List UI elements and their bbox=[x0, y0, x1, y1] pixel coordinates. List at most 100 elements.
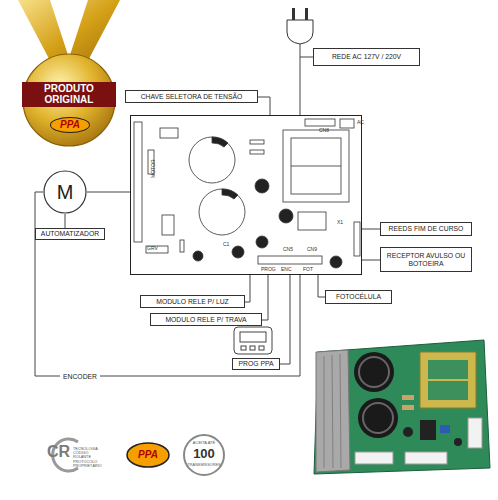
board-marking: AC bbox=[357, 120, 364, 125]
plug-prong bbox=[305, 8, 308, 21]
plug-body bbox=[287, 20, 313, 44]
heatsink bbox=[134, 122, 142, 242]
badge-text: TRANSMISSORES bbox=[182, 463, 226, 467]
callout-box: AUTOMATIZADOR bbox=[35, 228, 105, 240]
circuit-board: MOTOR CN8 AC C1 X1GRV CN5 CN9PROG ENC FOT bbox=[130, 115, 362, 275]
photo-connector bbox=[468, 418, 482, 448]
motor-symbol: M bbox=[43, 170, 87, 214]
photo-connector bbox=[405, 452, 447, 464]
callout-box: MODULO RELE P/ LUZ bbox=[140, 295, 245, 308]
logos bbox=[53, 435, 224, 475]
capacitor-band bbox=[212, 137, 228, 147]
photo-connector bbox=[355, 452, 393, 464]
resistor bbox=[250, 140, 264, 144]
logo-text: PPA bbox=[128, 449, 168, 460]
transformer-line bbox=[291, 166, 341, 167]
logo-text: CR bbox=[47, 443, 73, 461]
connector-line bbox=[318, 275, 325, 297]
capacitor bbox=[199, 189, 245, 235]
board-marking: PROG bbox=[261, 267, 276, 272]
logo-caption: TECNOLOGIA CÓDIGO ROLANTE PROTOCOLO PROP… bbox=[73, 447, 107, 468]
small-capacitor bbox=[330, 256, 342, 268]
connector-line bbox=[35, 192, 300, 376]
connector-line bbox=[280, 275, 290, 364]
callout-box: PROG PPA bbox=[232, 358, 280, 370]
callout-box: CHAVE SELETORA DE TENSÃO bbox=[125, 90, 258, 103]
board-marking: CN5 bbox=[283, 247, 293, 252]
capacitor-top bbox=[359, 357, 389, 387]
callout-box: REEDS FIM DE CURSO bbox=[380, 222, 472, 236]
photo-small-cap bbox=[454, 438, 462, 446]
component bbox=[162, 215, 174, 235]
transformer-core bbox=[291, 138, 341, 194]
callout-box: RECEPTOR AVULSO OU BOTOEIRA bbox=[380, 247, 472, 272]
heatsink-fin bbox=[332, 355, 333, 468]
medal-text: PPA bbox=[50, 117, 90, 133]
box-label: PROG PPA bbox=[237, 360, 276, 367]
small-capacitor bbox=[255, 179, 269, 193]
connector-line bbox=[262, 275, 268, 320]
board-marking: C1 bbox=[223, 242, 229, 247]
capacitor bbox=[189, 137, 235, 183]
resistor bbox=[180, 240, 184, 252]
relay bbox=[298, 212, 326, 230]
connector bbox=[340, 119, 354, 128]
device-button bbox=[250, 346, 255, 350]
connector bbox=[354, 222, 360, 256]
callout-box: MODULO RELE P/ TRAVA bbox=[150, 313, 262, 326]
connector-line bbox=[300, 57, 313, 115]
board-marking: FOT bbox=[303, 267, 313, 272]
transformer-line bbox=[428, 379, 468, 381]
connector-label: ENCODER bbox=[60, 373, 100, 380]
box-label: FOTOCÉLULA bbox=[334, 293, 383, 300]
circle-shape bbox=[44, 171, 86, 213]
power-plug bbox=[287, 8, 313, 57]
device-body bbox=[234, 327, 272, 354]
board-components bbox=[134, 119, 360, 268]
board-marking: MOTOR bbox=[151, 159, 156, 178]
callout-box: REDE AC 127V / 220V bbox=[313, 48, 420, 66]
board-marking: GRV bbox=[147, 246, 158, 251]
box-label: MODULO RELE P/ LUZ bbox=[154, 298, 231, 305]
badge-number: 100 bbox=[184, 447, 224, 461]
transformer-winding bbox=[428, 360, 468, 400]
medal-text: PRODUTO ORIGINAL bbox=[22, 82, 116, 107]
ppa-logo bbox=[127, 443, 169, 467]
medal-badge: PRODUTO ORIGINAL PPA bbox=[22, 53, 116, 147]
symbol-letter: M bbox=[55, 181, 76, 203]
board-marking: CN8 bbox=[319, 128, 329, 133]
photo-capacitor bbox=[358, 398, 398, 438]
plug-wire bbox=[300, 44, 301, 57]
connector-line bbox=[65, 214, 66, 228]
photo-heatsink bbox=[316, 350, 350, 472]
small-capacitor bbox=[193, 251, 203, 261]
heatsink-fin bbox=[324, 356, 325, 468]
connector bbox=[146, 246, 168, 253]
photo-transformer bbox=[420, 352, 476, 408]
board-marking: CN9 bbox=[307, 247, 317, 252]
board-marking: X1 bbox=[337, 220, 343, 225]
box-label: CHAVE SELETORA DE TENSÃO bbox=[139, 93, 245, 100]
device-screen bbox=[240, 332, 266, 342]
connector-line bbox=[87, 192, 130, 193]
small-capacitor bbox=[256, 236, 268, 248]
connector-line bbox=[362, 260, 380, 261]
capacitor-top bbox=[363, 403, 393, 433]
photo-relay bbox=[420, 420, 436, 440]
small-capacitor bbox=[279, 209, 293, 223]
box-label: RECEPTOR AVULSO OU BOTOEIRA bbox=[381, 252, 471, 267]
resistor bbox=[250, 150, 264, 154]
programmer-device bbox=[234, 327, 272, 354]
small-capacitor bbox=[232, 246, 244, 258]
heatsink-fin bbox=[340, 354, 341, 468]
connector bbox=[258, 256, 322, 264]
board-marking: ENC bbox=[281, 267, 292, 272]
connector-line bbox=[245, 275, 250, 302]
photo-resistor bbox=[402, 405, 414, 410]
transmitter-badge bbox=[184, 435, 224, 475]
plug-prong bbox=[292, 8, 295, 21]
photo-resistor bbox=[402, 395, 414, 400]
photo-capacitor bbox=[354, 352, 394, 392]
connector bbox=[305, 119, 335, 126]
